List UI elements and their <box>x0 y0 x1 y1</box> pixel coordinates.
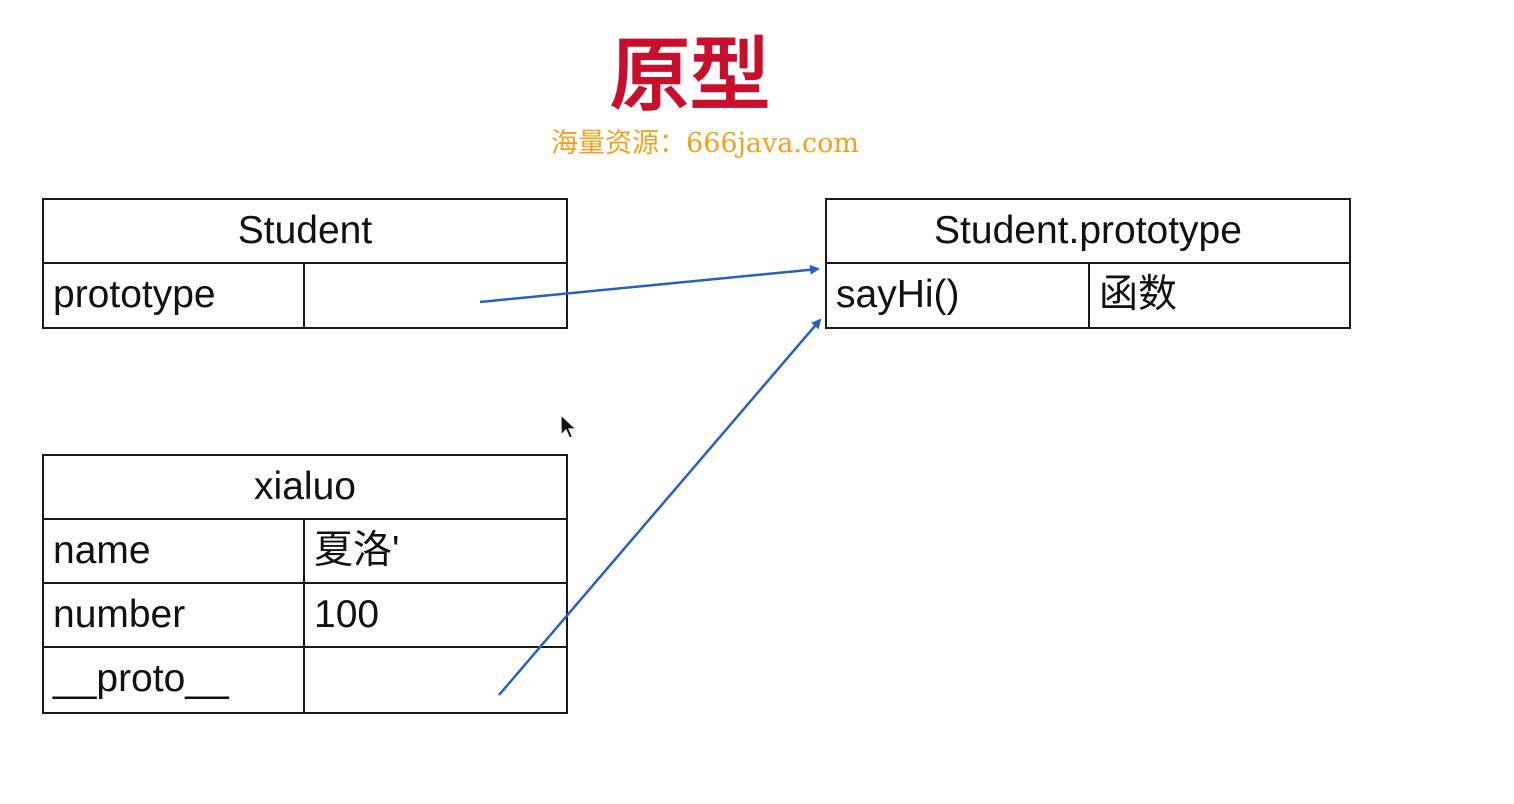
xialuo-box-header: xialuo <box>44 456 566 520</box>
xialuo-name-key: name <box>44 520 305 582</box>
student-row-prototype: prototype <box>44 264 566 328</box>
watermark-text: 海量资源：666java.com <box>551 128 859 159</box>
mouse-pointer-icon <box>560 414 578 439</box>
xialuo-row-name: name 夏洛' <box>44 520 566 584</box>
xialuo-proto-key: __proto__ <box>44 648 305 712</box>
xialuo-number-key: number <box>44 584 305 646</box>
xialuo-number-value: 100 <box>314 593 380 636</box>
xialuo-name-value: 夏洛' <box>314 529 400 572</box>
diagram-title: 原型 <box>610 29 770 122</box>
student-box-header: Student <box>44 200 566 264</box>
student-prototype-box-header: Student.prototype <box>827 200 1349 264</box>
sayhi-value: 函数 <box>1099 273 1178 316</box>
student-box: Student prototype <box>42 198 568 329</box>
xialuo-proto-value <box>305 648 566 712</box>
xialuo-row-proto: __proto__ <box>44 648 566 712</box>
xialuo-row-number: number 100 <box>44 584 566 648</box>
student-prototype-box: Student.prototype sayHi() 函数 <box>825 198 1351 329</box>
xialuo-box: xialuo name 夏洛' number 100 __proto__ <box>42 454 568 714</box>
sayhi-key: sayHi() <box>827 264 1090 328</box>
student-prototype-value <box>305 264 566 328</box>
student-prototype-key: prototype <box>44 264 305 328</box>
prototype-row-sayhi: sayHi() 函数 <box>827 264 1349 328</box>
